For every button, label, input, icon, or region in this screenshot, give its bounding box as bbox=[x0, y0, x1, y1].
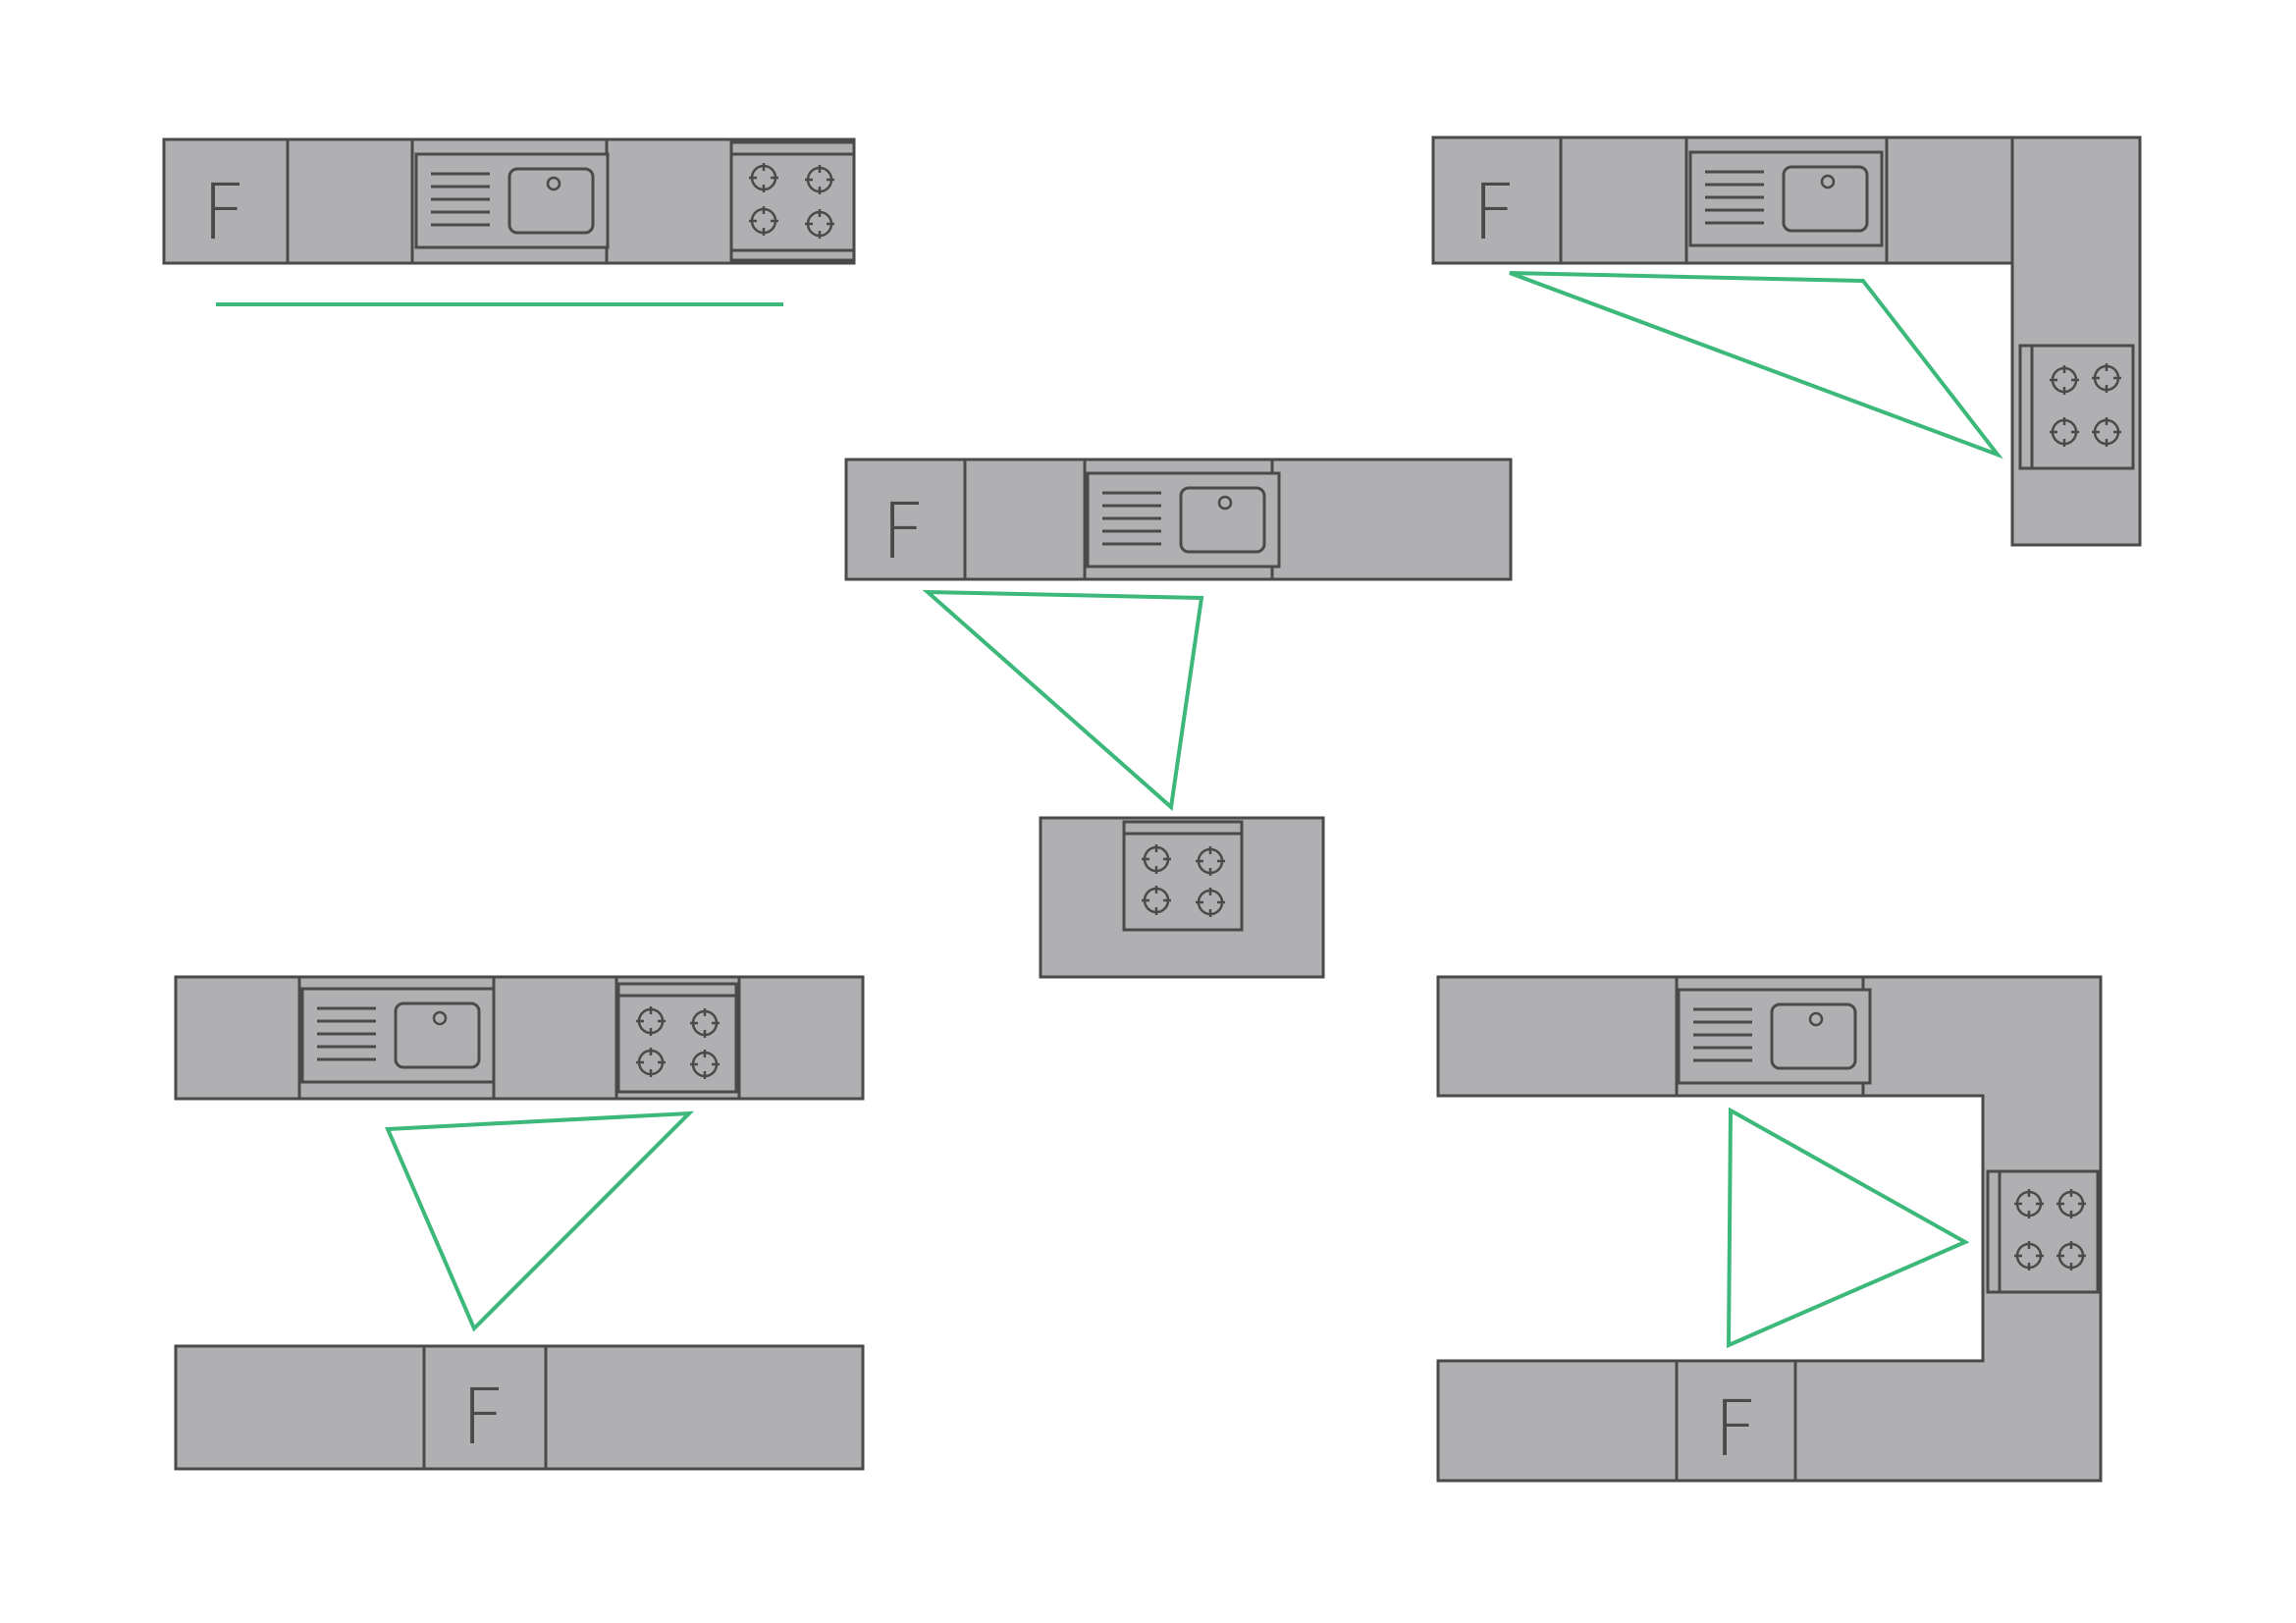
sink-icon bbox=[1688, 150, 1884, 247]
galley-bottom-counter bbox=[174, 1344, 865, 1471]
galley-top-counter bbox=[174, 975, 865, 1101]
fridge-label: F bbox=[202, 169, 246, 257]
work-triangle bbox=[922, 589, 1204, 811]
layout-island: F bbox=[844, 458, 1513, 979]
fridge-label: F bbox=[1714, 1385, 1758, 1474]
hob-icon bbox=[618, 984, 736, 1092]
work-triangle bbox=[1726, 1107, 1970, 1349]
sink-icon bbox=[414, 152, 610, 249]
hob-icon bbox=[1124, 822, 1242, 930]
fridge-label: F bbox=[881, 488, 926, 576]
hob-icon bbox=[729, 140, 856, 262]
hob-icon bbox=[1986, 1169, 2100, 1294]
work-triangle bbox=[1509, 271, 2003, 460]
layout-single-wall: F bbox=[162, 137, 856, 306]
layout-l-shape: F bbox=[1431, 135, 2142, 547]
sink-icon bbox=[300, 987, 496, 1084]
layout-galley: F bbox=[174, 975, 865, 1471]
sink-icon bbox=[1086, 471, 1281, 568]
fridge-label: F bbox=[461, 1374, 506, 1462]
l-shape-counter bbox=[1431, 135, 2142, 547]
sink-icon bbox=[1677, 988, 1872, 1085]
work-triangle bbox=[385, 1110, 695, 1332]
layout-u-shape: F bbox=[1436, 975, 2103, 1483]
fridge-label: F bbox=[1472, 169, 1517, 257]
hob-icon bbox=[2020, 346, 2133, 468]
